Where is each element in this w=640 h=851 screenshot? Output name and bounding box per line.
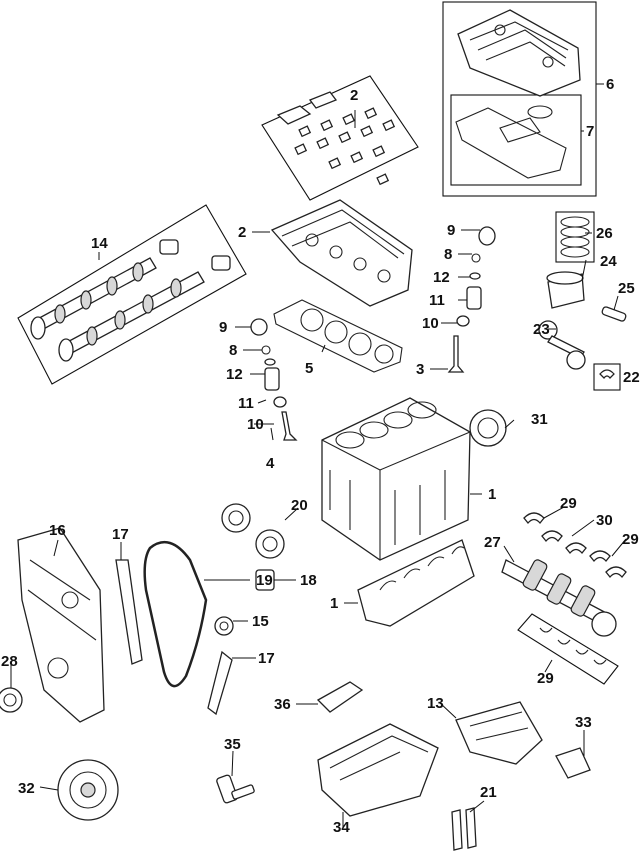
rocker-arms: [276, 91, 396, 186]
callout-21: 21: [480, 784, 497, 801]
callout-30: 30: [596, 512, 613, 529]
callout-3: 3: [416, 361, 424, 378]
crankshaft: [501, 559, 617, 637]
callout-17-top: 17: [112, 526, 129, 543]
callout-4: 4: [266, 455, 275, 472]
rocker-arm-group-box: [261, 75, 419, 201]
callout-29-c: 29: [537, 670, 554, 687]
callout-26: 26: [596, 225, 613, 242]
callout-1-block: 1: [488, 486, 496, 503]
callout-18: 18: [300, 572, 317, 589]
callout-16: 16: [49, 522, 66, 539]
valve-cover-gasket: [455, 105, 567, 179]
oil-pan: [317, 723, 439, 817]
callout-29-a: 29: [560, 495, 577, 512]
callout-5: 5: [305, 360, 313, 377]
callout-2-head: 2: [238, 224, 246, 241]
callout-28: 28: [1, 653, 18, 670]
piston-ring-box: [555, 211, 595, 263]
engine-block: [321, 397, 471, 561]
front-timing-cover: [17, 527, 105, 723]
callout-8-right: 8: [444, 246, 452, 263]
timing-chain: [143, 540, 208, 688]
callout-20: 20: [291, 497, 308, 514]
callout-31: 31: [531, 411, 548, 428]
callout-22: 22: [623, 369, 640, 386]
camshaft-sensor: [216, 774, 255, 804]
callout-8-left: 8: [229, 342, 237, 359]
callout-15: 15: [252, 613, 269, 630]
head-gasket: [273, 299, 403, 373]
timing-chain-guide-lower: [207, 650, 233, 716]
vct-solenoid: [316, 681, 364, 713]
callout-2-rocker: 2: [350, 87, 358, 104]
callout-9-right: 9: [447, 222, 455, 239]
connecting-rod: [538, 320, 586, 370]
piston-pin: [601, 306, 627, 322]
camshaft-group-box: [17, 204, 247, 385]
camshafts: [30, 239, 231, 362]
oil-pump-cover: [555, 747, 591, 779]
valve-cover: [457, 9, 581, 97]
cam-phasers: [221, 503, 285, 559]
rear-main-seal: [469, 409, 507, 447]
callout-14: 14: [91, 235, 108, 252]
callout-32: 32: [18, 780, 35, 797]
callout-12-right: 12: [433, 269, 450, 286]
oil-pump: [455, 701, 543, 765]
valve-train-right: [447, 226, 496, 373]
callout-27: 27: [484, 534, 501, 551]
callout-34: 34: [333, 819, 350, 836]
callout-1-caps: 1: [330, 595, 338, 612]
rod-bearing-box: [593, 363, 621, 391]
piston-rings: [560, 216, 590, 258]
callout-labels: 2 6 7 14 2 9 8 12 11 10 3 26 24 25 23 22…: [1, 76, 640, 836]
callout-23: 23: [533, 321, 550, 338]
crank-front-seal: [0, 687, 23, 713]
callout-25: 25: [618, 280, 635, 297]
cylinder-head: [270, 199, 413, 307]
callout-11-right: 11: [429, 292, 445, 309]
piston: [546, 271, 585, 309]
rod-bearing: [599, 369, 615, 379]
main-bearing-caps: [357, 539, 475, 627]
callout-29-b: 29: [622, 531, 639, 548]
callout-17-bottom: 17: [258, 650, 275, 667]
callout-10-left: 10: [247, 416, 264, 433]
oil-squirters: [451, 807, 477, 851]
callout-24: 24: [600, 253, 617, 270]
crank-sprocket: [214, 616, 234, 636]
main-bearings-lower: [517, 613, 619, 685]
valve-cover-group-box: [442, 1, 597, 197]
valve-train-left: [250, 318, 298, 441]
crankshaft-pulley: [57, 759, 119, 821]
leader-lines: [10, 83, 627, 828]
callout-12-left: 12: [226, 366, 243, 383]
callout-11-left: 11: [238, 395, 254, 412]
callout-7: 7: [586, 123, 594, 140]
main-bearings-upper: [523, 512, 627, 579]
timing-chain-guide-upper: [115, 559, 143, 665]
callout-33: 33: [575, 714, 592, 731]
callout-35: 35: [224, 736, 241, 753]
callout-6: 6: [606, 76, 614, 93]
callout-36: 36: [274, 696, 291, 713]
callout-13: 13: [427, 695, 444, 712]
callout-9-left: 9: [219, 319, 227, 336]
valve-cover-gasket-box: [450, 94, 582, 186]
callout-19: 19: [256, 572, 273, 589]
callout-10-right: 10: [422, 315, 439, 332]
